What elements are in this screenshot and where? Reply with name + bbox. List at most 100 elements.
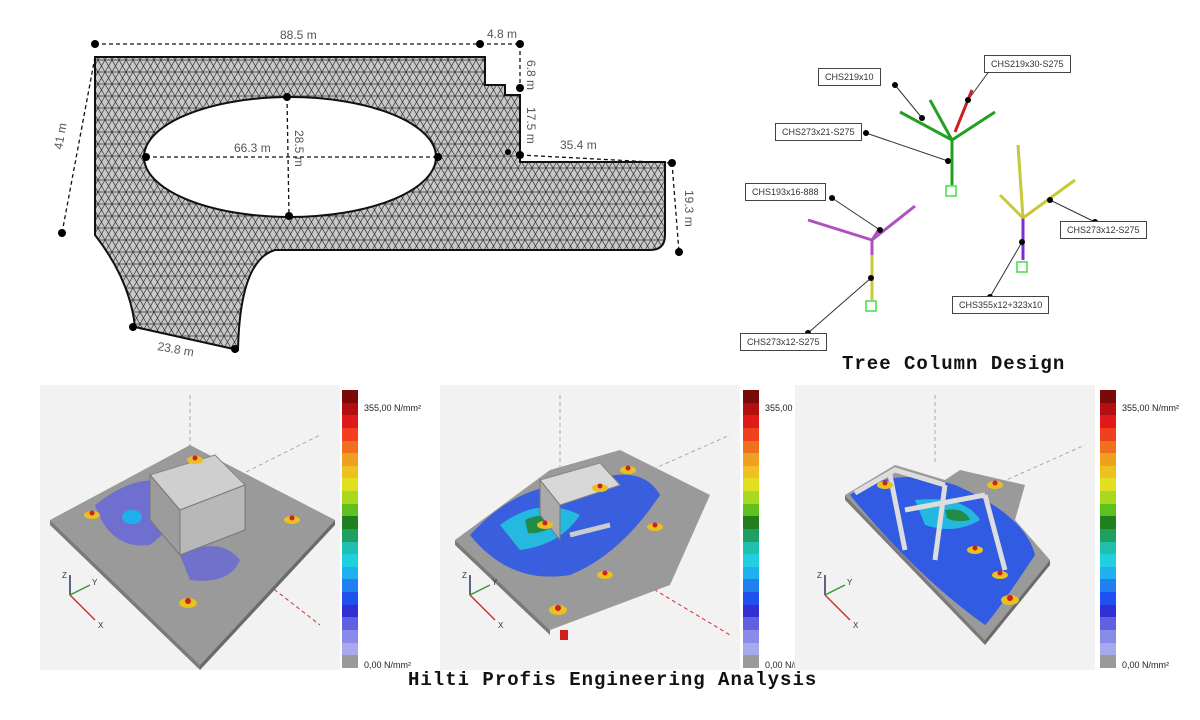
legend-swatch (342, 554, 358, 567)
legend-swatch (743, 503, 759, 517)
legend-max-2: 355,00 N/mm² (765, 403, 823, 413)
legend-swatch (1100, 503, 1116, 517)
legend-swatch (342, 566, 358, 580)
legend-swatch (342, 604, 358, 618)
legend-swatch (743, 528, 759, 542)
legend-swatch (743, 566, 759, 580)
tree-column-green (899, 89, 996, 197)
dim-right-end: 19.3 m (682, 190, 696, 227)
dimension-points (58, 40, 683, 353)
legend-min-3: 0,00 N/mm² (1122, 660, 1170, 670)
legend-swatch (342, 491, 358, 504)
legend-swatch (743, 440, 759, 454)
legend-max-3: 355,00 N/mm² (1122, 403, 1180, 413)
legend-swatch (342, 402, 358, 416)
legend-swatch (743, 478, 759, 491)
legend-swatch (342, 541, 358, 555)
stress-legend-2 (743, 390, 759, 668)
legend-swatch (743, 453, 759, 466)
legend-swatch (743, 390, 759, 403)
axis-y-3: Y (847, 578, 853, 587)
legend-swatch (1100, 516, 1116, 529)
tree-columns-drawing (805, 67, 1098, 336)
dim-notch-top: 4.8 m (487, 27, 517, 41)
legend-swatch (342, 642, 358, 656)
dim-ellipse-height: 28.5 m (292, 130, 306, 167)
legend-swatch (342, 503, 358, 517)
stress-legend-3 (1100, 390, 1116, 668)
legend-swatch (342, 465, 358, 479)
tree-column-olive (998, 144, 1076, 273)
legend-swatch (743, 415, 759, 428)
legend-swatch (1100, 642, 1116, 656)
legend-swatch (342, 579, 358, 592)
dim-ellipse-width: 66.3 m (234, 141, 271, 155)
axis-x-2: X (498, 621, 504, 630)
legend-swatch (342, 478, 358, 491)
axis-z-2: Z (462, 571, 467, 580)
section-label-2: CHS219x30-S275 (984, 55, 1071, 73)
legend-swatch (342, 528, 358, 542)
legend-swatch (342, 390, 358, 403)
legend-swatch (1100, 604, 1116, 618)
section-label-1: CHS219x10 (818, 68, 881, 86)
dim-bottom: 23.8 m (156, 339, 195, 359)
stress-legend-1 (342, 390, 358, 668)
legend-swatch (1100, 579, 1116, 592)
legend-swatch (1100, 617, 1116, 630)
legend-swatch (743, 629, 759, 643)
dim-top: 88.5 m (280, 28, 317, 42)
legend-min-2: 0,00 N/mm² (765, 660, 813, 670)
analysis-caption: Hilti Profis Engineering Analysis (408, 669, 818, 691)
legend-swatch (342, 655, 358, 668)
legend-swatch (1100, 427, 1116, 441)
section-label-4: CHS193x16-888 (745, 183, 826, 201)
legend-swatch (1100, 465, 1116, 479)
legend-swatch (1100, 478, 1116, 491)
legend-swatch (1100, 554, 1116, 567)
legend-swatch (1100, 541, 1116, 555)
axis-z-3: Z (817, 571, 822, 580)
legend-swatch (1100, 453, 1116, 466)
legend-swatch (342, 427, 358, 441)
section-label-3: CHS273x21-S275 (775, 123, 862, 141)
axis-z-1: Z (62, 571, 67, 580)
legend-swatch (1100, 402, 1116, 416)
legend-swatch (1100, 390, 1116, 403)
dim-left: 41 m (51, 122, 69, 151)
dim-right-top: 35.4 m (560, 138, 597, 152)
legend-swatch (743, 541, 759, 555)
analysis-panel-2: Z Y X (440, 385, 740, 670)
legend-swatch (1100, 440, 1116, 454)
axis-x-1: X (98, 621, 104, 630)
tree-caption: Tree Column Design (842, 353, 1066, 375)
axis-y-1: Y (92, 578, 98, 587)
legend-swatch (342, 440, 358, 454)
legend-swatch (1100, 655, 1116, 668)
legend-swatch (743, 642, 759, 656)
legend-swatch (342, 453, 358, 466)
legend-swatch (743, 554, 759, 567)
legend-swatch (743, 592, 759, 605)
legend-swatch (743, 516, 759, 529)
legend-swatch (342, 516, 358, 529)
legend-swatch (743, 427, 759, 441)
legend-swatch (743, 617, 759, 630)
legend-max-1: 355,00 N/mm² (364, 403, 422, 413)
dim-step-side: 17.5 m (524, 107, 538, 144)
section-label-6: CHS355x12+323x10 (952, 296, 1050, 314)
legend-swatch (1100, 491, 1116, 504)
section-label-7: CHS273x12-S275 (740, 333, 827, 351)
legend-swatch (1100, 629, 1116, 643)
legend-swatch (342, 629, 358, 643)
analysis-panel-1: Z Y X (40, 385, 340, 670)
legend-swatch (743, 491, 759, 504)
legend-swatch (743, 402, 759, 416)
legend-swatch (342, 592, 358, 605)
analysis-panel-3: Z Y X (795, 385, 1095, 670)
legend-swatch (743, 579, 759, 592)
legend-swatch (743, 465, 759, 479)
floor-plan-drawing: 88.5 m 4.8 m 6.8 m 17.5 m 35.4 m 19.3 m … (51, 27, 696, 359)
legend-swatch (342, 415, 358, 428)
legend-min-1: 0,00 N/mm² (364, 660, 412, 670)
